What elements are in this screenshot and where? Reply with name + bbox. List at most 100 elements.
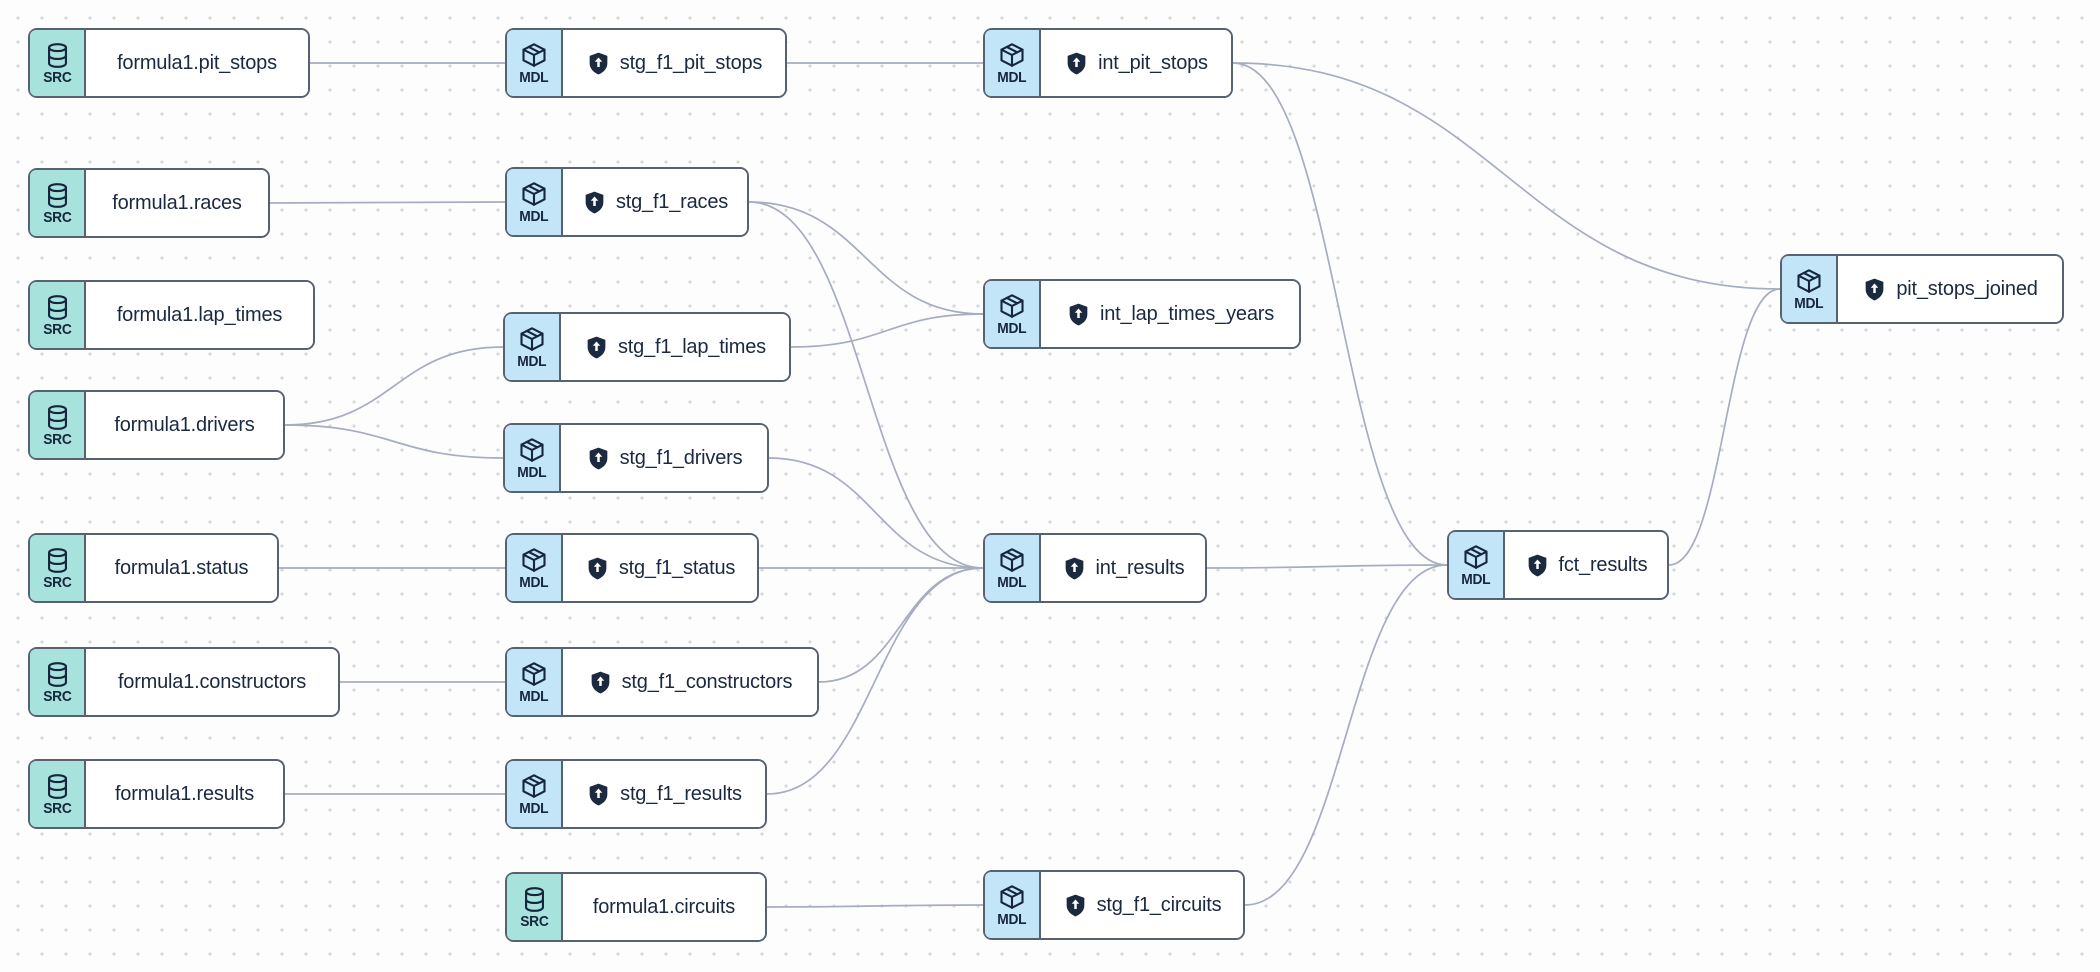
node-body: formula1.drivers: [86, 392, 283, 458]
model-badge: MDL: [507, 649, 563, 715]
shield-icon: [1069, 303, 1088, 325]
shield-icon: [1065, 557, 1083, 579]
node-formula1.pit_stops[interactable]: SRC formula1.pit_stops: [28, 28, 310, 98]
edge-stg_constructors-to-int_results: [818, 567, 984, 683]
node-body: stg_f1_lap_times: [561, 314, 789, 380]
node-label: stg_f1_pit_stops: [619, 51, 763, 74]
cube-icon: [1000, 294, 1024, 319]
node-stg_f1_constructors[interactable]: MDL stg_f1_constructors: [505, 647, 819, 717]
node-body: formula1.circuits: [563, 874, 765, 940]
node-label: formula1.status: [114, 556, 249, 579]
model-badge: MDL: [505, 314, 561, 380]
badge-label: SRC: [42, 68, 72, 86]
node-label: formula1.lap_times: [116, 303, 283, 326]
model-badge: MDL: [985, 30, 1041, 96]
source-badge: SRC: [30, 282, 86, 348]
model-badge: MDL: [985, 281, 1041, 347]
source-badge: SRC: [30, 649, 86, 715]
node-label: stg_f1_lap_times: [617, 335, 766, 358]
node-formula1.lap_times[interactable]: SRC formula1.lap_times: [28, 280, 315, 350]
model-badge: MDL: [985, 535, 1041, 601]
node-formula1.status[interactable]: SRC formula1.status: [28, 533, 279, 603]
node-label: stg_f1_constructors: [621, 670, 793, 693]
shield-icon: [1865, 278, 1884, 300]
model-badge: MDL: [505, 425, 561, 491]
shield-icon: [588, 557, 607, 579]
node-body: formula1.results: [86, 761, 283, 827]
node-formula1.results[interactable]: SRC formula1.results: [28, 759, 285, 829]
badge-label: MDL: [1794, 295, 1824, 312]
shield-icon: [585, 191, 604, 213]
database-icon: [524, 886, 544, 912]
edge-src_races-to-stg_races: [269, 201, 506, 204]
badge-label: MDL: [517, 353, 547, 370]
badge-label: SRC: [42, 799, 72, 817]
database-icon: [47, 773, 67, 799]
node-formula1.races[interactable]: SRC formula1.races: [28, 168, 270, 238]
model-badge: MDL: [985, 872, 1041, 938]
node-stg_f1_lap_times[interactable]: MDL stg_f1_lap_times: [503, 312, 791, 382]
source-badge: SRC: [30, 170, 86, 236]
node-body: stg_f1_results: [563, 761, 765, 827]
edge-stg_results-to-int_results: [766, 567, 984, 795]
node-label: formula1.drivers: [114, 413, 255, 436]
node-label: formula1.constructors: [117, 670, 307, 693]
source-badge: SRC: [30, 535, 86, 601]
badge-label: MDL: [997, 320, 1027, 337]
edge-stg_circuits-to-fct_results: [1244, 564, 1448, 906]
cube-icon: [522, 774, 546, 799]
node-label: formula1.results: [114, 782, 255, 805]
node-formula1.circuits[interactable]: SRC formula1.circuits: [505, 872, 767, 942]
database-icon: [47, 42, 67, 68]
node-label: formula1.pit_stops: [117, 51, 277, 74]
edge-stg_lap_times-to-int_lap_times_years: [790, 313, 984, 348]
node-pit_stops_joined[interactable]: MDL pit_stops_joined: [1780, 254, 2064, 324]
cube-icon: [1000, 885, 1024, 910]
cube-icon: [1000, 43, 1024, 68]
cube-icon: [522, 182, 546, 207]
model-badge: MDL: [1782, 256, 1838, 322]
badge-label: SRC: [42, 320, 72, 338]
badge-label: MDL: [519, 574, 549, 591]
badge-label: SRC: [42, 208, 72, 226]
shield-icon: [587, 336, 606, 358]
node-fct_results[interactable]: MDL fct_results: [1447, 530, 1669, 600]
model-badge: MDL: [507, 30, 563, 96]
node-label: fct_results: [1558, 553, 1648, 576]
source-badge: SRC: [30, 761, 86, 827]
node-int_pit_stops[interactable]: MDL int_pit_stops: [983, 28, 1233, 98]
node-body: stg_f1_drivers: [561, 425, 767, 491]
cube-icon: [1000, 548, 1024, 573]
cube-icon: [522, 548, 546, 573]
node-label: formula1.races: [112, 191, 242, 214]
badge-label: SRC: [42, 687, 72, 705]
cube-icon: [522, 43, 546, 68]
badge-label: MDL: [997, 69, 1027, 86]
node-body: pit_stops_joined: [1838, 256, 2062, 322]
database-icon: [47, 547, 67, 573]
edge-int_pit_stops-to-pit_stops_joined: [1232, 62, 1781, 290]
node-body: formula1.status: [86, 535, 277, 601]
node-formula1.constructors[interactable]: SRC formula1.constructors: [28, 647, 340, 717]
cube-icon: [1797, 269, 1821, 294]
database-icon: [47, 661, 67, 687]
badge-label: MDL: [1461, 571, 1491, 588]
node-int_lap_times_years[interactable]: MDL int_lap_times_years: [983, 279, 1301, 349]
node-label: int_pit_stops: [1098, 51, 1208, 74]
node-stg_f1_pit_stops[interactable]: MDL stg_f1_pit_stops: [505, 28, 787, 98]
badge-label: SRC: [519, 912, 549, 930]
model-badge: MDL: [1449, 532, 1505, 598]
node-body: int_pit_stops: [1041, 30, 1231, 96]
node-label: stg_f1_results: [620, 782, 742, 805]
node-label: int_lap_times_years: [1099, 302, 1275, 325]
edge-stg_races-to-int_lap_times_years: [748, 201, 984, 315]
